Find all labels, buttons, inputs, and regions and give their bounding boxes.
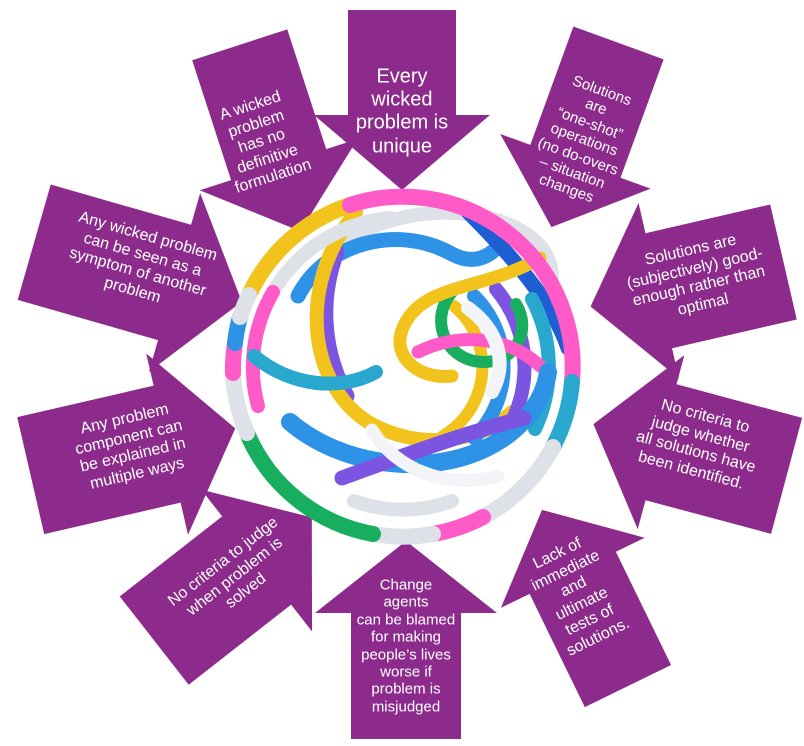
tube-segment: [281, 363, 557, 474]
tube-segment: [334, 410, 532, 486]
arrow-top-left: [192, 29, 358, 232]
tube-segment: [411, 333, 547, 373]
arrow-bottom-left: [119, 489, 313, 685]
arrow-left-lower: [17, 353, 236, 535]
arrow-top-right: [500, 26, 664, 228]
ring-segment: [225, 365, 255, 441]
arrow-right-lower: [593, 355, 803, 534]
arrow-right-upper: [590, 203, 797, 379]
ring-segment: [239, 425, 381, 542]
ring-segment: [475, 439, 561, 525]
ring-segment: [241, 197, 358, 303]
tube-segment: [437, 300, 489, 442]
ring-segment: [545, 374, 580, 455]
tube-segment: [393, 251, 547, 383]
tube-segment: [365, 423, 505, 487]
tube-segment: [435, 286, 529, 369]
ring-segment: [232, 287, 257, 325]
arrow-bottom-right: [500, 509, 672, 708]
tube-segment: [245, 285, 280, 413]
arrow-bottom: [315, 541, 497, 739]
ring-segment: [342, 188, 581, 390]
ring-segment: [365, 526, 441, 545]
tube-segment: [461, 301, 507, 399]
tube-segment: [266, 211, 397, 299]
arrow-group: [17, 10, 803, 739]
arrow-top: [314, 10, 490, 190]
arrow-left-upper: [17, 184, 242, 372]
tube-segment: [347, 494, 459, 517]
tube-segment: [247, 349, 383, 391]
tangle-ball-image: [224, 188, 581, 545]
